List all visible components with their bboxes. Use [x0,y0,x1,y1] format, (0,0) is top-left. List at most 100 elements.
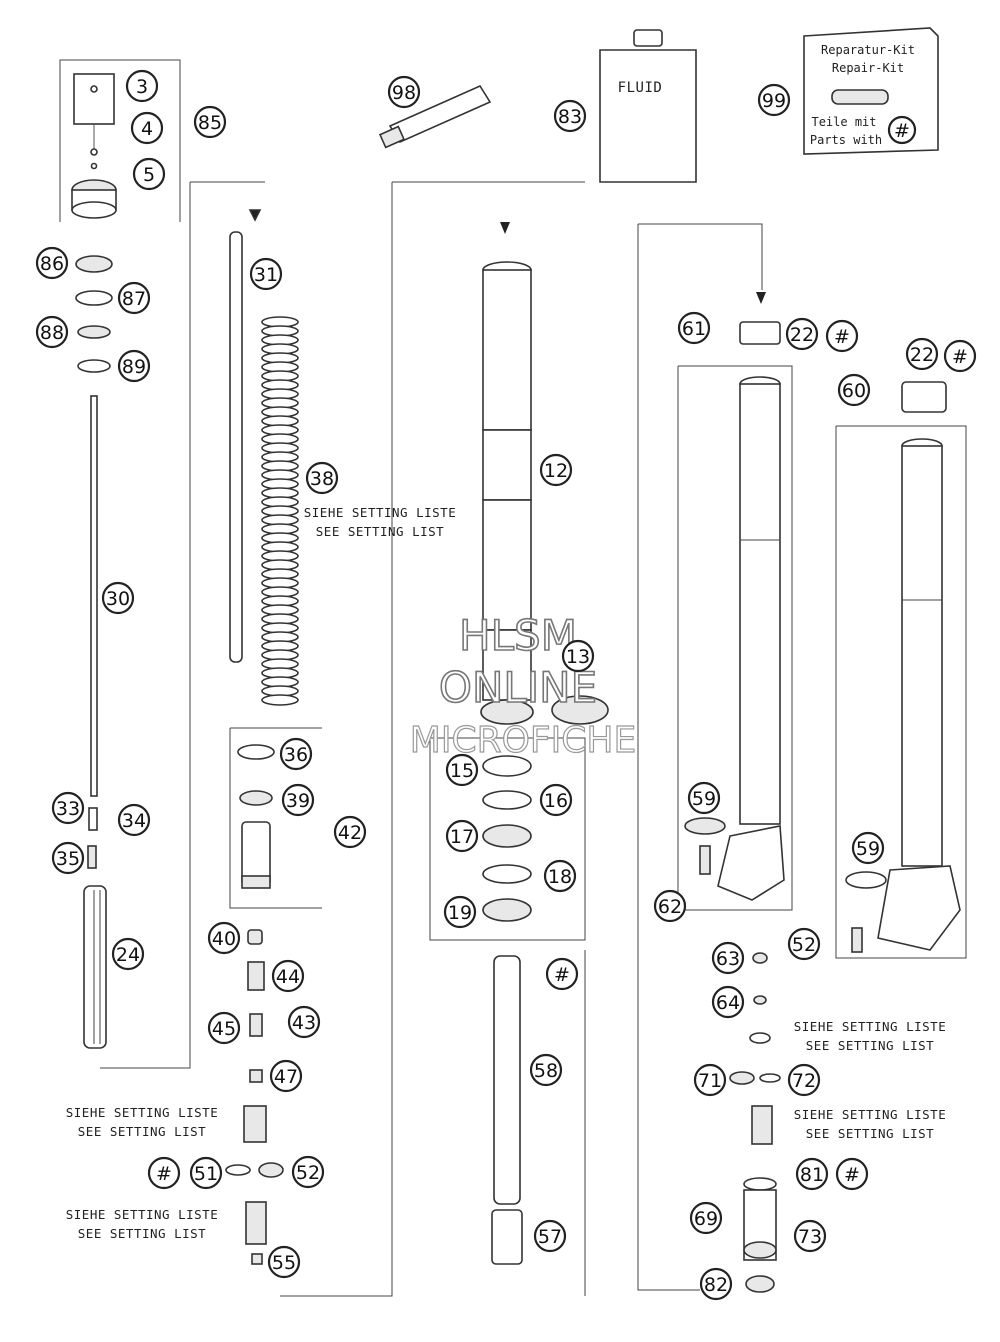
setting-note-de: SIEHE SETTING LISTE [794,1107,947,1122]
svg-text:52: 52 [296,1162,320,1184]
setting-note-en: SEE SETTING LIST [806,1126,934,1141]
callout-3: 3 [125,69,159,103]
callout-22: 22 [785,317,819,351]
callout-22: 22 [905,337,939,371]
callout-71: 71 [693,1063,727,1097]
svg-text:40: 40 [212,928,236,950]
setting-note-de: SIEHE SETTING LISTE [66,1207,219,1222]
svg-text:85: 85 [198,112,222,134]
watermark: HLSM ONLINE MICROFICHE [409,610,637,761]
svg-text:45: 45 [212,1018,236,1040]
grease-tube [378,84,492,149]
callout-51: 51 [189,1156,223,1190]
lower-small-parts [729,952,781,1293]
callout-4: 4 [130,111,164,145]
callout-59: 59 [687,781,721,815]
watermark-line3: MICROFICHE [410,720,636,761]
callout-83: 83 [553,99,587,133]
svg-text:51: 51 [194,1163,218,1185]
svg-text:18: 18 [548,866,572,888]
svg-text:72: 72 [792,1070,816,1092]
spring-coil [261,694,299,706]
svg-text:47: 47 [274,1066,298,1088]
svg-text:57: 57 [538,1226,562,1248]
callout-43: 43 [287,1005,321,1039]
setting-note-de: SIEHE SETTING LISTE [794,1019,947,1034]
callout-60: 60 [837,373,871,407]
callout-31: 31 [249,257,283,291]
group-boundaries [59,59,967,1297]
svg-text:#: # [834,326,850,348]
inner-tube-left [684,292,785,901]
svg-text:62: 62 [658,896,682,918]
setting-note-3: SIEHE SETTING LISTE SEE SETTING LIST [66,1207,219,1241]
setting-note-de: SIEHE SETTING LISTE [66,1105,219,1120]
svg-text:88: 88 [40,322,64,344]
callout-34: 34 [117,803,151,837]
callout-52: 52 [291,1155,325,1189]
fork-spring [261,316,299,706]
callout-44: 44 [271,959,305,993]
callout-hash: # [825,319,859,353]
spring-section [225,209,299,1265]
setting-note-4: SIEHE SETTING LISTE SEE SETTING LIST [794,1019,947,1053]
callout-57: 57 [533,1219,567,1253]
callout-hash: # [147,1156,181,1190]
svg-text:16: 16 [544,790,568,812]
fluid-can: FLUID [599,29,697,183]
callout-hash: # [943,339,977,373]
svg-text:4: 4 [141,118,153,140]
svg-text:35: 35 [56,848,80,870]
setting-note-de: SIEHE SETTING LISTE [304,505,457,520]
outer-tube-section [480,222,609,1265]
svg-text:24: 24 [116,944,140,966]
svg-text:5: 5 [143,164,155,186]
callout-5: 5 [132,157,166,191]
shim-rings [75,255,113,373]
svg-text:15: 15 [450,760,474,782]
damper-rod [83,395,107,1049]
setting-note-2: SIEHE SETTING LISTE SEE SETTING LIST [66,1105,219,1139]
svg-text:36: 36 [284,744,308,766]
svg-text:#: # [894,120,910,142]
callout-89: 89 [117,349,151,383]
repair-kit-line2: Repair-Kit [832,61,904,75]
svg-text:22: 22 [790,324,814,346]
svg-text:43: 43 [292,1012,316,1034]
callout-87: 87 [117,281,151,315]
setting-note-5: SIEHE SETTING LISTE SEE SETTING LIST [794,1107,947,1141]
svg-text:86: 86 [40,253,64,275]
svg-text:#: # [844,1164,860,1186]
svg-text:#: # [156,1163,172,1185]
svg-text:82: 82 [704,1274,728,1296]
svg-text:99: 99 [762,90,786,112]
svg-text:59: 59 [692,788,716,810]
svg-text:87: 87 [122,288,146,310]
svg-text:58: 58 [534,1060,558,1082]
setting-note-en: SEE SETTING LIST [316,524,444,539]
callout-45: 45 [207,1011,241,1045]
svg-text:31: 31 [254,264,278,286]
fluid-label: FLUID [618,80,663,96]
callout-58: 58 [529,1053,563,1087]
callout-72: 72 [787,1063,821,1097]
callout-hash: # [835,1157,869,1191]
svg-text:19: 19 [448,902,472,924]
callout-88: 88 [35,315,69,349]
callout-38: 38 [305,461,339,495]
svg-text:22: 22 [910,344,934,366]
inner-tube-right [845,381,961,953]
callout-42: 42 [333,815,367,849]
cap-assembly [71,73,117,219]
svg-text:55: 55 [272,1252,296,1274]
callout-52: 52 [787,927,821,961]
callout-40: 40 [207,921,241,955]
callout-82: 82 [699,1267,733,1301]
repair-kit-line4: Parts with [810,133,882,147]
callout-61: 61 [677,311,711,345]
callout-55: 55 [267,1245,301,1279]
svg-text:64: 64 [716,992,740,1014]
callout-19: 19 [443,895,477,929]
svg-text:17: 17 [450,826,474,848]
